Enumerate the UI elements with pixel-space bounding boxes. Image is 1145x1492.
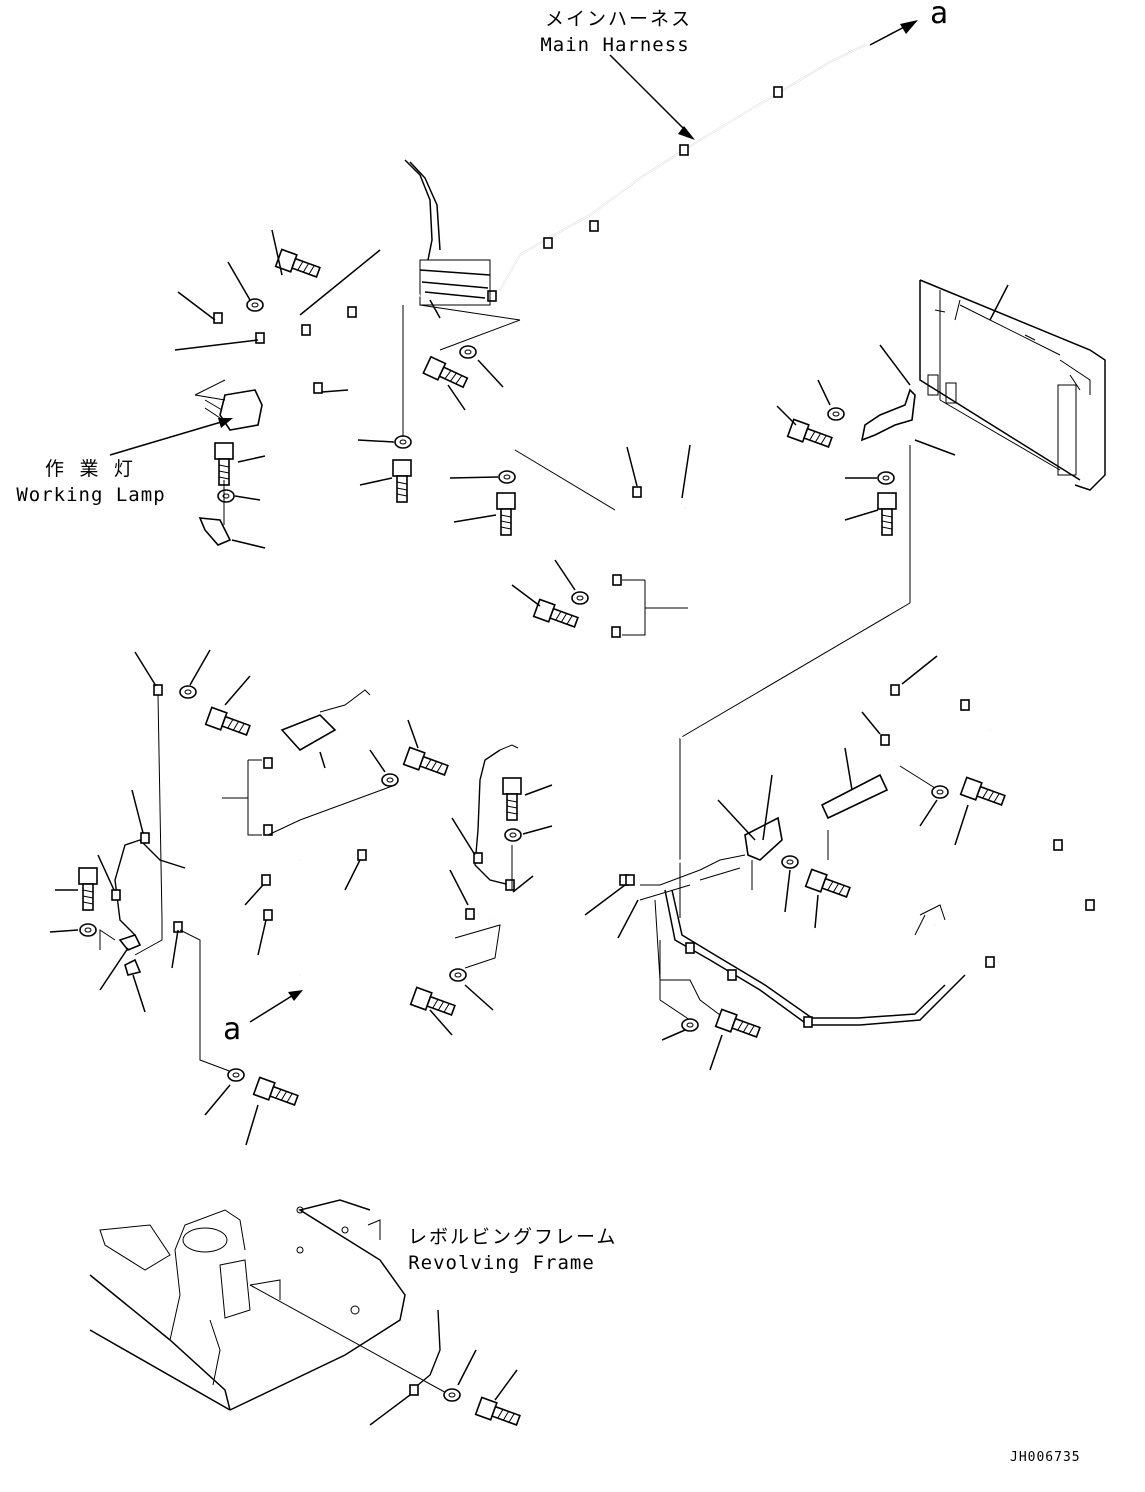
callout-bottom-a: a [223, 1012, 242, 1047]
working-lamp [109, 379, 263, 456]
lower-harness [171, 778, 911, 1023]
center-bolt [357, 305, 412, 503]
center-connector [584, 774, 853, 1016]
lower-left-fasteners [179, 929, 301, 1146]
main-harness-label-en: Main Harness [540, 34, 690, 56]
callout-top-a: a [930, 0, 949, 31]
revolving-frame [89, 1199, 523, 1430]
outline-harness [659, 889, 966, 1071]
cluster-fasteners [422, 345, 504, 411]
lamp-harness [174, 249, 421, 394]
lower-center-fasteners [409, 924, 501, 1036]
right-harness [820, 633, 1138, 977]
lamp-fasteners [198, 229, 323, 549]
working-lamp-label-en: Working Lamp [16, 484, 166, 506]
document-id: JH006735 [1010, 1450, 1081, 1465]
main-harness-label-jp: メインハーネス [545, 8, 693, 30]
left-fasteners [49, 649, 253, 1013]
controller-unit [679, 279, 1106, 918]
revolving-frame-label-jp: レボルビングフレーム [408, 1226, 618, 1248]
main-harness [487, 20, 918, 302]
connector-cluster [404, 159, 521, 351]
sensor-wire [451, 744, 553, 893]
revolving-frame-label-en: Revolving Frame [408, 1252, 595, 1274]
left-bracket [222, 689, 451, 836]
working-lamp-label-jp: 作 業 灯 [45, 458, 135, 480]
middle-harness [449, 444, 762, 846]
